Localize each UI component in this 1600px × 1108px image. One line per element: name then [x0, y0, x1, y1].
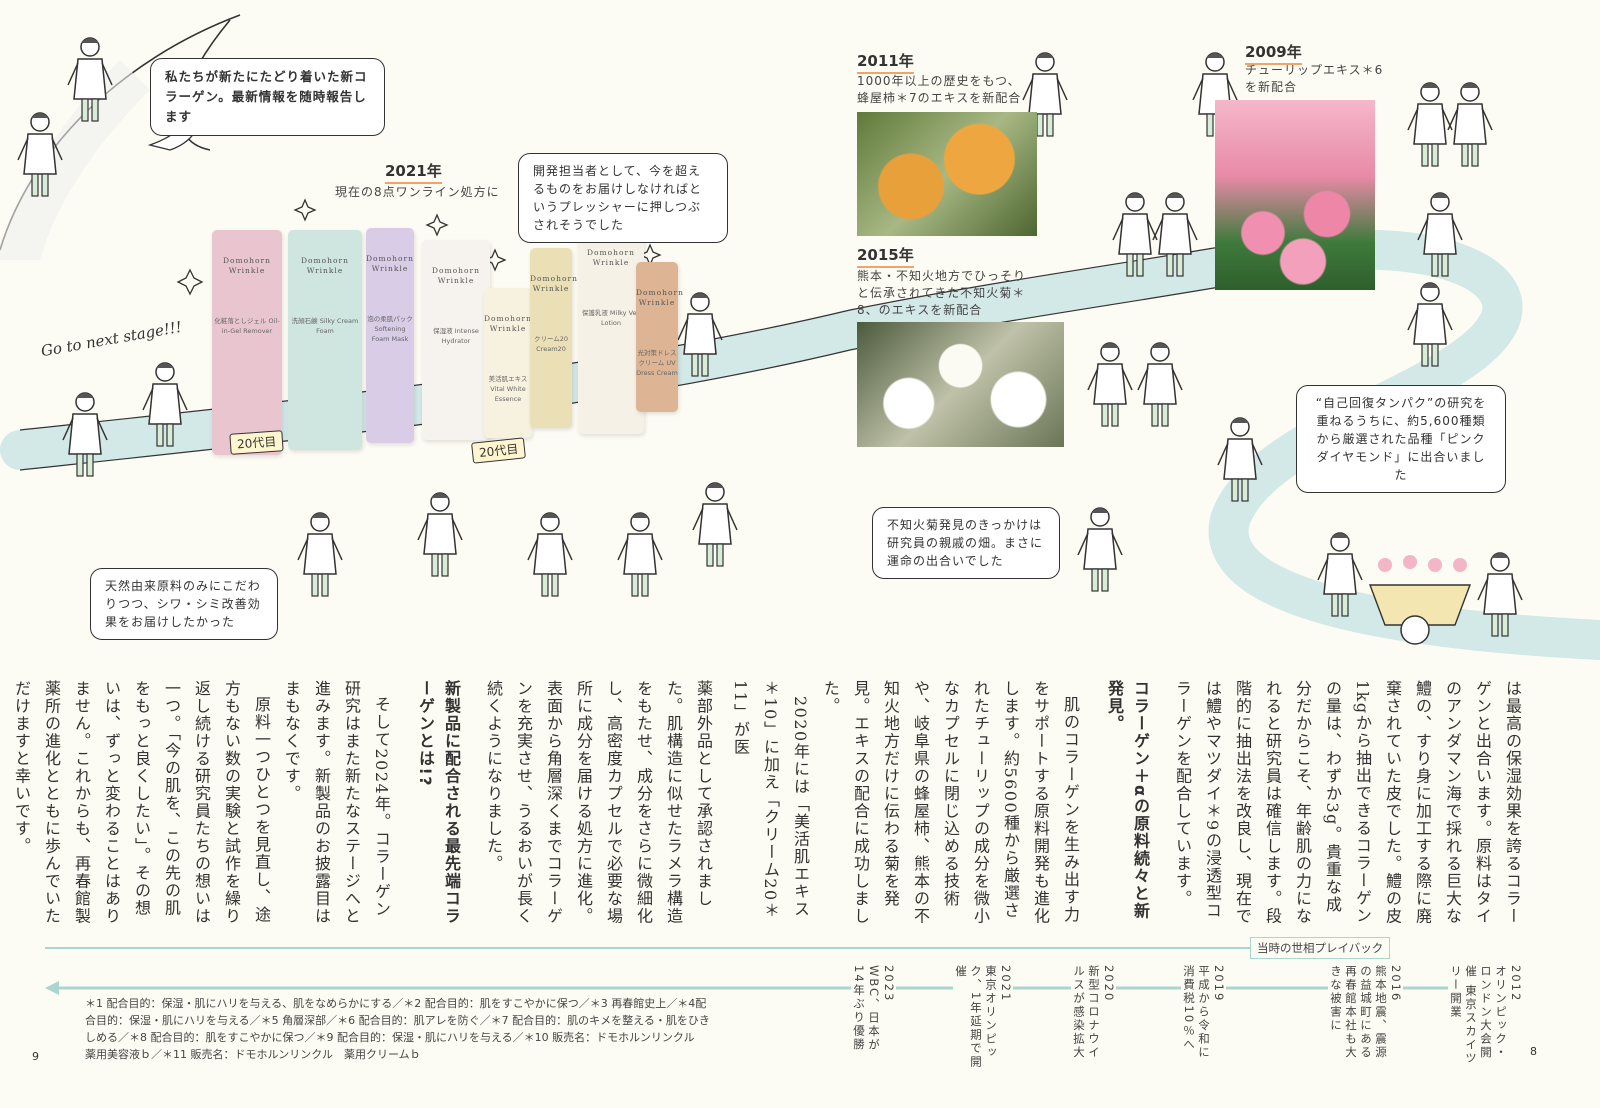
article-left-page: 薬部外品として承認されました。肌構造に似せたラメラ構造をもたせ、成分をさらに微細… [6, 680, 718, 930]
product-item: Domohorn Wrinkle 光対策ドレスクリーム UV Dress Crea… [636, 262, 684, 412]
milestone-desc-2021: 現在の8点ワンライン処方に [335, 185, 500, 199]
product-brand: Domohorn Wrinkle [484, 314, 532, 333]
timeline-event-year: 2021 [999, 965, 1013, 1003]
product-name: 美活肌エキス Vital White Essence [488, 375, 528, 403]
speech-bubble-tulip: “自己回復タンパク”の研究を重ねるうちに、約5,600種類から厳選された品種「ピ… [1296, 385, 1506, 493]
product-brand: Domohorn Wrinkle [636, 288, 684, 307]
product-brand: Domohorn Wrinkle [432, 266, 480, 285]
article-paragraph: そして2024年。コラーゲン研究はまた新たなステージへと進みます。新製品のお披露… [282, 680, 391, 925]
milestone-year-2021: 2021年 [385, 160, 442, 184]
timeline-event-text: 新型コロナウイルスが感染拡大 [1072, 965, 1101, 1060]
product-item: Domohorn Wrinkle 保護乳液 Milky Veil Lotion [578, 222, 644, 434]
speech-bubble-developer: 開発担当者として、今を超えるものをお届けしなければというプレッシャーに押しつぶさ… [518, 153, 728, 243]
article-right-page: は最高の保湿効果を誇るコラーゲンと出合います。原料はタイのアンダマン海で採れる巨… [725, 680, 1527, 930]
timeline-divider [45, 947, 1250, 949]
speech-bubble-intro: 私たちが新たにたどり着いた新コラーゲン。最新情報を随時報告します [150, 58, 385, 136]
timeline-event-year: 2023 [882, 965, 896, 1003]
timeline-event-text: 東京オリンピック、1年延期で開催 [954, 965, 998, 1069]
product-item: Domohorn Wrinkle 洗顔石鹸 Silky Cream Foam [288, 230, 362, 450]
article-paragraph: 薬部外品として承認されました。肌構造に似せたラメラ構造をもたせ、成分をさらに微細… [484, 680, 713, 925]
product-brand: Domohorn Wrinkle [223, 256, 271, 275]
timeline-event-year: 2019 [1212, 965, 1226, 1003]
generation-sign: 20代目 [229, 430, 284, 455]
article-paragraph: は最高の保湿効果を誇るコラーゲンと出合います。原料はタイのアンダマン海で採れる巨… [1173, 680, 1522, 925]
product-item: Domohorn Wrinkle 泡の柔肌パック Softening Foam M… [366, 228, 414, 443]
product-item: Domohorn Wrinkle 化粧落としジェル Oil-in-Gel Remo… [212, 230, 282, 455]
product-item: Domohorn Wrinkle 保湿液 Intense Hydrator [422, 240, 490, 440]
timeline-event-year: 2016 [1389, 965, 1403, 1003]
milestone-desc-2009: チューリップエキス＊6を新配合 [1245, 63, 1384, 94]
product-name: 泡の柔肌パック Softening Foam Mask [367, 315, 413, 343]
tulip-photo [1215, 100, 1375, 290]
page-number-right: 8 [1530, 1045, 1537, 1058]
product-item: Domohorn Wrinkle クリーム20 Cream20 [530, 248, 578, 428]
footnotes: ＊1 配合目的：保湿・肌にハリを与える、肌をなめらかにする／＊2 配合目的：肌を… [85, 997, 710, 1061]
chrysanthemum-photo [857, 322, 1064, 447]
product-brand: Domohorn Wrinkle [366, 254, 414, 273]
article-paragraph: 2020年には「美活肌エキス＊10」に加え「クリーム20＊11」が医 [731, 680, 810, 920]
milestone-desc-2015: 熊本・不知火地方でひっそりと伝承されてきた不知火菊＊8、のエキスを新配合 [857, 269, 1027, 317]
product-name: 化粧落としジェル Oil-in-Gel Remover [214, 317, 280, 335]
milestone-desc-2011: 1000年以上の歴史をもつ、蜂屋柿＊7のエキスを新配合 [857, 74, 1022, 105]
product-name: 保護乳液 Milky Veil Lotion [581, 309, 641, 327]
flower-cart [1368, 555, 1472, 645]
timeline-event-text: WBC、日本が14年ぶり優勝 [852, 965, 881, 1053]
timeline-event-text: オリンピック・ロンドン大会開催 東京スカイツリー開業 [1449, 965, 1508, 1066]
product-name: 保湿液 Intense Hydrator [433, 327, 479, 345]
product-name: 洗顔石鹸 Silky Cream Foam [291, 317, 359, 335]
page-number-left: 9 [32, 1050, 39, 1063]
timeline-arrow [45, 981, 1515, 995]
product-item: Domohorn Wrinkle 美活肌エキス Vital White Essen… [484, 288, 532, 438]
product-name: 光対策ドレスクリーム UV Dress Cream [636, 349, 678, 377]
product-brand: Domohorn Wrinkle [301, 256, 349, 275]
timeline-event-text: 熊本地震、震源の益城町にある再春館本社も大きな被害に [1329, 965, 1388, 1060]
article-paragraph: 原料一つひとつを見直し、途方もない数の実験と試作を繰り返し続ける研究員たちの想い… [12, 680, 271, 925]
article-paragraph: 肌のコラーゲンを生み出す力をサポートする原料開発も進化します。約5600種から厳… [821, 680, 1080, 925]
timeline-event-year: 2020 [1102, 965, 1116, 1003]
milestone-year-2009: 2009年 [1245, 41, 1302, 65]
timeline-event-text: 平成から令和に消費税10％へ [1182, 965, 1211, 1060]
timeline-label: 当時の世相プレイバック [1250, 937, 1391, 959]
product-brand: Domohorn Wrinkle [530, 274, 578, 293]
speech-bubble-chrysanthemum: 不知火菊発見のきっかけは研究員の親戚の畑。まさに運命の出合いでした [872, 507, 1060, 579]
speech-bubble-natural: 天然由来原料のみにこだわりつつ、シワ・シミ改善効果をお届けしたかった [90, 568, 278, 640]
persimmon-photo [857, 112, 1037, 236]
product-brand: Domohorn Wrinkle [587, 248, 635, 267]
timeline-event-year: 2012 [1509, 965, 1523, 1003]
milestone-year-2011: 2011年 [857, 50, 914, 74]
milestone-year-2015: 2015年 [857, 244, 914, 268]
product-name: クリーム20 Cream20 [533, 335, 569, 353]
section-heading: 新製品に配合される最先端コラーゲンとは!? [416, 680, 461, 925]
section-heading: コラーゲン＋αの原料続々と新発見。 [1105, 680, 1150, 920]
